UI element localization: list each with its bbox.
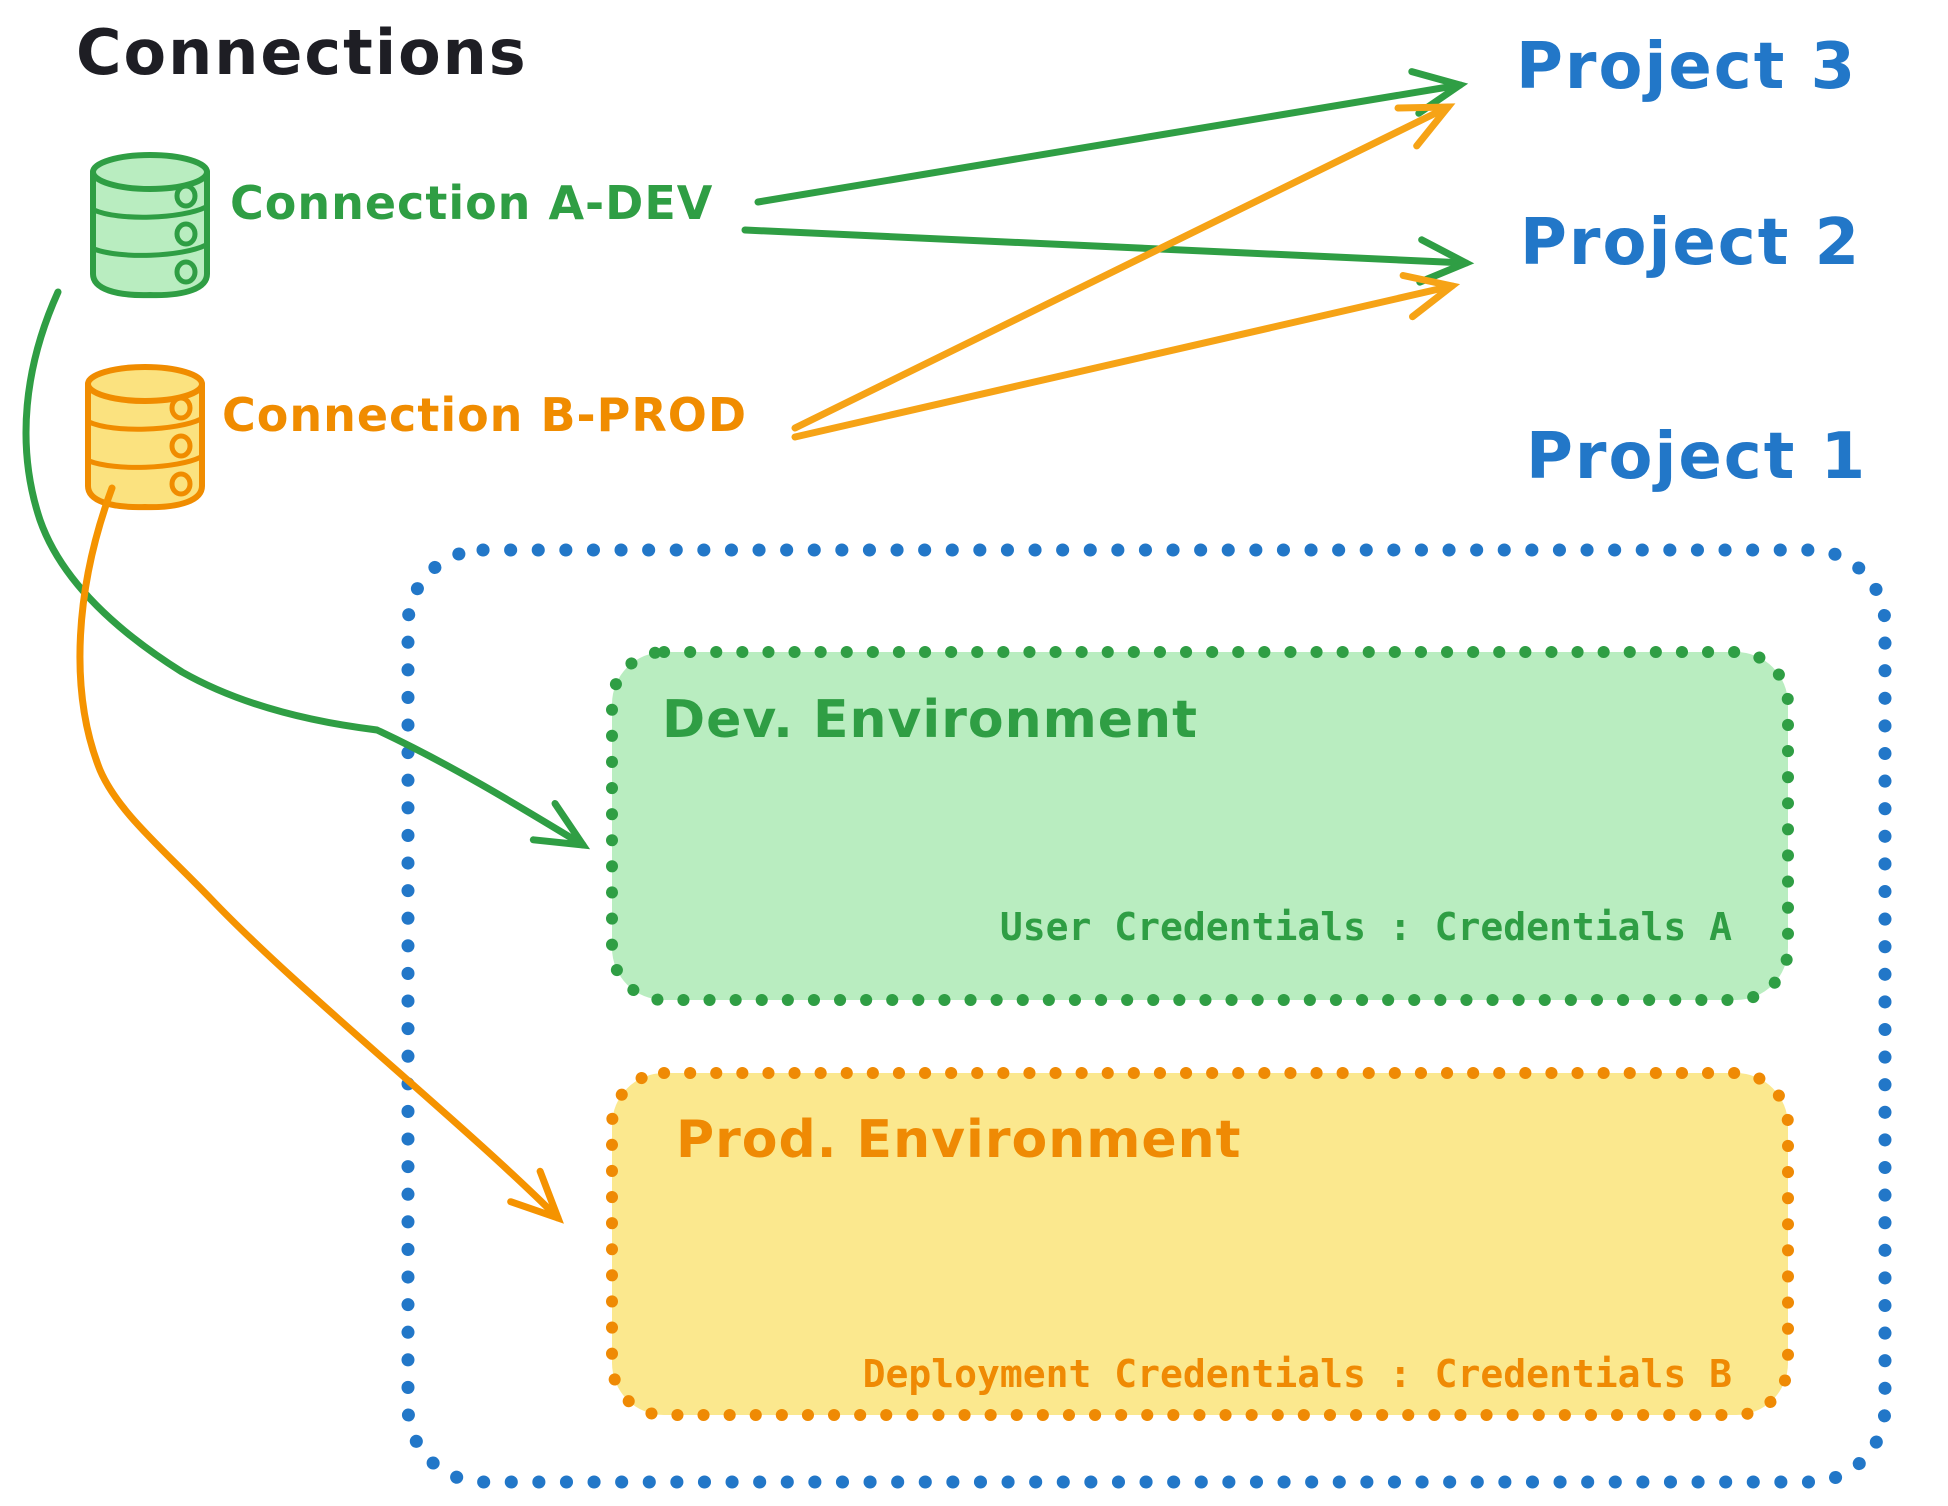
- arrow-adev-to-project2: [741, 226, 1470, 267]
- arrow-bprod-to-prod-environment: [76, 484, 562, 1222]
- arrow-adev-to-project3: [754, 81, 1464, 206]
- prod-environment-credentials: Deployment Credentials : Credentials B: [862, 1352, 1732, 1396]
- connection-b-prod-label: Connection B-PROD: [222, 388, 748, 442]
- project-2-label: Project 2: [1520, 206, 1862, 280]
- arrow-adev-to-dev-environment: [22, 288, 587, 849]
- arrowhead: [529, 800, 591, 850]
- diagram-title: Connections: [76, 16, 528, 89]
- project-1-container-box: [401, 543, 1892, 1489]
- prod-environment-box: [606, 1067, 1794, 1421]
- dev-environment-title: Dev. Environment: [662, 690, 1198, 750]
- database-icon: [93, 155, 207, 296]
- arrowhead: [1399, 272, 1461, 321]
- project-3-label: Project 3: [1516, 30, 1858, 104]
- arrowhead: [507, 1167, 564, 1224]
- connection-a-dev-label: Connection A-DEV: [230, 176, 714, 230]
- arrowhead: [1416, 236, 1475, 286]
- arrow-bprod-to-project3: [791, 103, 1452, 432]
- prod-environment-title: Prod. Environment: [676, 1110, 1242, 1170]
- arrow-bprod-to-project2: [791, 282, 1456, 441]
- dev-environment-box: [606, 646, 1794, 1006]
- dev-environment-credentials: User Credentials : Credentials A: [999, 905, 1732, 949]
- database-icon: [88, 367, 202, 508]
- arrowhead: [1394, 103, 1456, 150]
- project-1-label: Project 1: [1526, 420, 1868, 494]
